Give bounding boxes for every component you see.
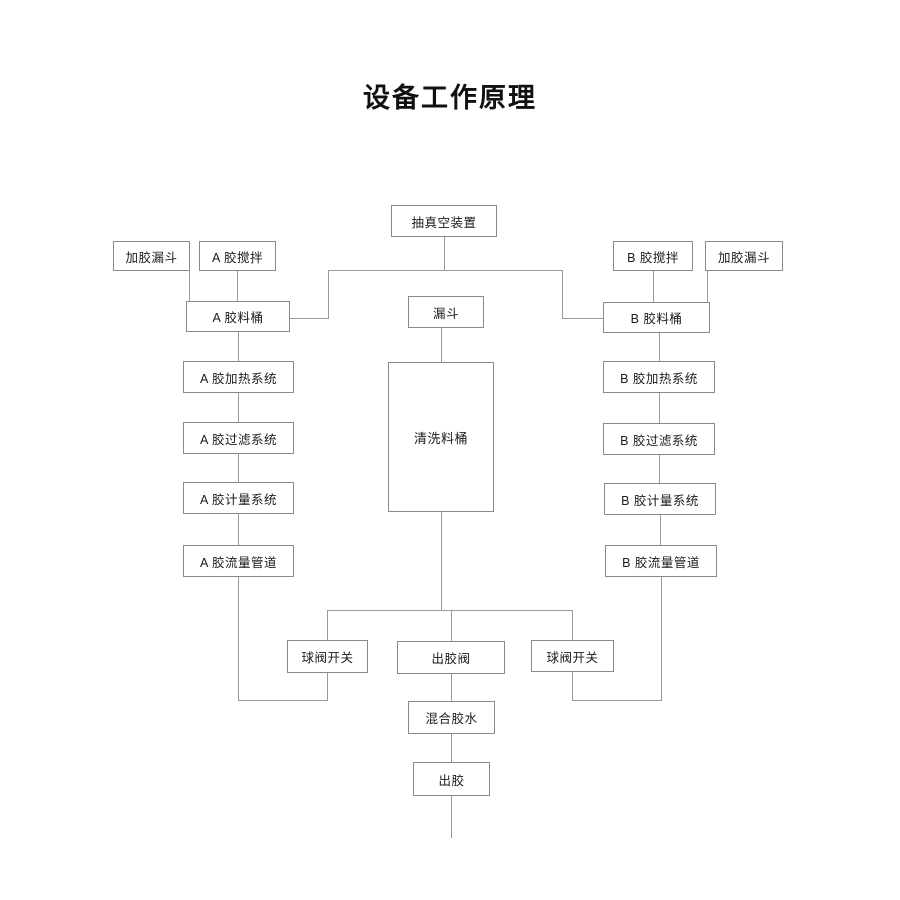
node-label: A 胶加热系统 [199,371,278,386]
node-label: 球阀开关 [546,650,599,665]
connector-flow-a-down [238,577,239,701]
connector-heat-a-to-filter-a [238,393,239,423]
node-filter-system-a[interactable]: A 胶过滤系统 [183,422,294,454]
node-label: A 胶流量管道 [199,555,278,570]
node-label: B 胶加热系统 [620,371,698,386]
connector-bus-to-ball-valve-a [327,610,328,641]
connector-meter-b-to-flow-b [660,515,661,546]
node-heating-system-b[interactable]: B 胶加热系统 [603,361,715,393]
node-label: 出胶 [438,773,465,788]
node-label: A 胶计量系统 [199,492,278,507]
connector-filter-a-to-meter-a [238,454,239,483]
node-label: 出胶阀 [431,652,471,666]
node-label: B 胶过滤系统 [620,433,698,448]
connector-mixed-glue-to-glue-out [451,734,452,763]
connector-glue-valve-to-mixed-glue [451,674,452,702]
node-ball-valve-a[interactable]: 球阀开关 [287,640,368,673]
node-flow-pipe-b[interactable]: B 胶流量管道 [605,545,717,577]
connector-bus-to-ball-valve-b [572,610,573,641]
node-tank-a[interactable]: A 胶料桶 [186,301,290,332]
node-hopper-a[interactable]: 加胶漏斗 [113,241,190,271]
node-label: B 胶搅拌 [627,250,679,265]
node-flow-pipe-a[interactable]: A 胶流量管道 [183,545,294,577]
node-stirrer-b[interactable]: B 胶搅拌 [613,241,693,271]
node-glue-output[interactable]: 出胶 [413,762,490,796]
page-title: 设备工作原理 [363,83,537,113]
node-metering-system-b[interactable]: B 胶计量系统 [604,483,716,515]
connector-vacuum-tank-a-entry [290,318,329,319]
connector-vacuum-stem [444,237,445,270]
connector-valve-bus [327,610,573,611]
node-label: 漏斗 [432,306,459,321]
node-tank-b[interactable]: B 胶料桶 [603,302,710,333]
connector-hopper-b-to-tank-b [707,271,708,303]
node-label: 加胶漏斗 [125,250,178,265]
node-filter-system-b[interactable]: B 胶过滤系统 [603,423,715,455]
connector-hopper-a-to-tank-a [189,271,190,302]
node-vacuum-device[interactable]: 抽真空装置 [391,205,497,237]
node-wash-tank[interactable]: 清洗料桶 [388,362,494,512]
node-heating-system-a[interactable]: A 胶加热系统 [183,361,294,393]
node-ball-valve-b[interactable]: 球阀开关 [531,640,614,672]
connector-filter-b-to-meter-b [659,455,660,484]
node-label: A 胶过滤系统 [199,432,278,447]
node-funnel[interactable]: 漏斗 [408,296,484,328]
connector-vacuum-bus [328,270,563,271]
connector-ball-valve-b-bottom [572,672,573,701]
connector-stir-a-to-tank-a [237,271,238,302]
node-label: 加胶漏斗 [717,250,770,265]
connector-tank-a-to-heat-a [238,332,239,362]
node-label: 混合胶水 [425,712,478,726]
connector-vacuum-to-tank-a [328,270,329,318]
connector-vacuum-tank-b-entry [562,318,604,319]
connector-vacuum-to-tank-b [562,270,563,318]
connector-heat-b-to-filter-b [659,393,660,424]
connector-flow-a-to-ball-valve-a [238,700,328,701]
node-label: B 胶计量系统 [621,493,699,508]
node-label: 清洗料桶 [413,430,468,446]
connector-flow-b-to-ball-valve-b [572,700,662,701]
connector-tank-b-to-heat-b [659,333,660,362]
node-label: 抽真空装置 [411,215,477,230]
node-stirrer-a[interactable]: A 胶搅拌 [199,241,276,271]
node-label: B 胶料桶 [630,312,683,326]
connector-bus-to-glue-valve [451,610,452,642]
node-label: 球阀开关 [301,651,354,665]
node-label: B 胶流量管道 [622,555,700,570]
node-label: A 胶搅拌 [211,250,264,265]
connector-ball-valve-a-bottom [327,673,328,701]
connector-funnel-to-wash-tank [441,328,442,363]
node-hopper-b[interactable]: 加胶漏斗 [705,241,783,271]
node-label: A 胶料桶 [212,311,264,325]
connector-meter-a-to-flow-a [238,514,239,546]
connector-glue-out-output [451,796,452,838]
connector-flow-b-down [661,577,662,701]
node-mixed-glue[interactable]: 混合胶水 [408,701,495,734]
node-glue-outlet-valve[interactable]: 出胶阀 [397,641,505,674]
node-metering-system-a[interactable]: A 胶计量系统 [183,482,294,514]
connector-stir-b-to-tank-b [653,271,654,303]
connector-wash-tank-stem [441,512,442,611]
